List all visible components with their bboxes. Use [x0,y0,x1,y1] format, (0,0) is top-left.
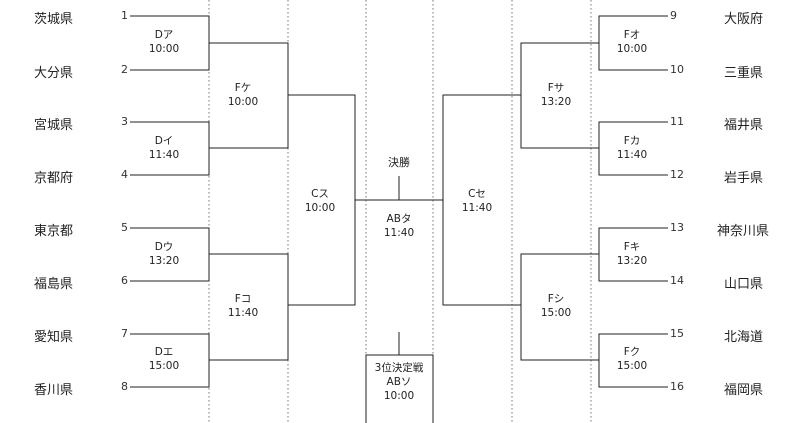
seed-5: 5 [121,221,128,234]
team-name-10: 三重県 [724,66,764,81]
seed-10: 10 [670,63,684,76]
match-code: Fカ [623,135,641,147]
match-code: Cセ [468,188,486,200]
bracket-fshi [520,253,599,361]
team-name-3: 宮城県 [34,118,74,133]
match-fsa: Fサ 13:20 [541,81,571,109]
match-time: 13:20 [540,96,572,108]
third-place-box [365,354,434,423]
match-time: 15:00 [616,360,648,372]
match-code: Fキ [623,241,641,253]
team-name-4: 京都府 [34,171,74,186]
match-code: Fケ [234,82,252,94]
seed-15: 15 [670,327,684,340]
seed-11: 11 [670,115,684,128]
team-name-9: 大阪府 [724,12,764,27]
match-time: 10:00 [227,96,259,108]
match-abta: ABタ 11:40 [384,212,414,240]
team-name-15: 北海道 [724,330,764,345]
match-code: ABタ [386,213,412,225]
bracket-fko [209,253,289,361]
match-code: Fシ [547,293,565,305]
seed-7: 7 [121,327,128,340]
team-name-12: 岩手県 [724,171,764,186]
match-code: Dア [154,29,174,41]
seed-8: 8 [121,380,128,393]
team-name-2: 大分県 [34,66,74,81]
team-name-6: 福島県 [34,277,74,292]
match-time: 11:40 [383,227,415,239]
match-code: Cス [311,188,329,200]
seed-14: 14 [670,274,684,287]
seed-2: 2 [121,63,128,76]
seed-9: 9 [670,9,677,22]
match-fko: Fコ 11:40 [228,292,258,320]
seed-6: 6 [121,274,128,287]
match-fka: Fカ 11:40 [617,134,647,162]
seed-16: 16 [670,380,684,393]
match-code: Fオ [623,29,641,41]
match-code: Fコ [234,293,252,305]
match-time: 10:00 [304,202,336,214]
seed-1: 1 [121,9,128,22]
seed-13: 13 [670,221,684,234]
match-code: Dエ [154,346,174,358]
match-da: Dア 10:00 [149,28,179,56]
seed-4: 4 [121,168,128,181]
team-name-1: 茨城県 [34,12,74,27]
match-code: Dイ [154,135,174,147]
match-du: Dウ 13:20 [149,240,179,268]
match-code: ABソ [386,376,412,388]
match-cse: Cセ 11:40 [462,187,492,215]
match-time: 15:00 [540,307,572,319]
match-code: Fサ [547,82,565,94]
team-name-5: 東京都 [34,224,74,239]
match-fshi: Fシ 15:00 [541,292,571,320]
team-name-13: 神奈川県 [717,224,770,239]
match-time: 15:00 [148,360,180,372]
match-code: Dウ [154,241,174,253]
third-place-title: 3位決定戦 [374,362,424,374]
seed-12: 12 [670,168,684,181]
match-time: 11:40 [148,149,180,161]
match-csu: Cス 10:00 [305,187,335,215]
match-time: 13:20 [148,255,180,267]
match-fo: Fオ 10:00 [617,28,647,56]
team-name-16: 福岡県 [724,383,764,398]
team-name-7: 愛知県 [34,330,74,345]
final-title: 決勝 [388,156,410,169]
match-fke: Fケ 10:00 [228,81,258,109]
match-abso: 3位決定戦 ABソ 10:00 [375,361,424,403]
match-time: 10:00 [383,390,415,402]
match-de: Dエ 15:00 [149,345,179,373]
match-time: 13:20 [616,255,648,267]
match-time: 11:40 [227,307,259,319]
match-time: 10:00 [148,43,180,55]
team-name-11: 福井県 [724,118,764,133]
team-name-8: 香川県 [34,383,74,398]
match-fki: Fキ 13:20 [617,240,647,268]
match-time: 10:00 [616,43,648,55]
match-di: Dイ 11:40 [149,134,179,162]
team-name-14: 山口県 [724,277,764,292]
match-fku: Fク 15:00 [617,345,647,373]
seed-3: 3 [121,115,128,128]
match-time: 11:40 [461,202,493,214]
match-code: Fク [623,346,641,358]
match-time: 11:40 [616,149,648,161]
